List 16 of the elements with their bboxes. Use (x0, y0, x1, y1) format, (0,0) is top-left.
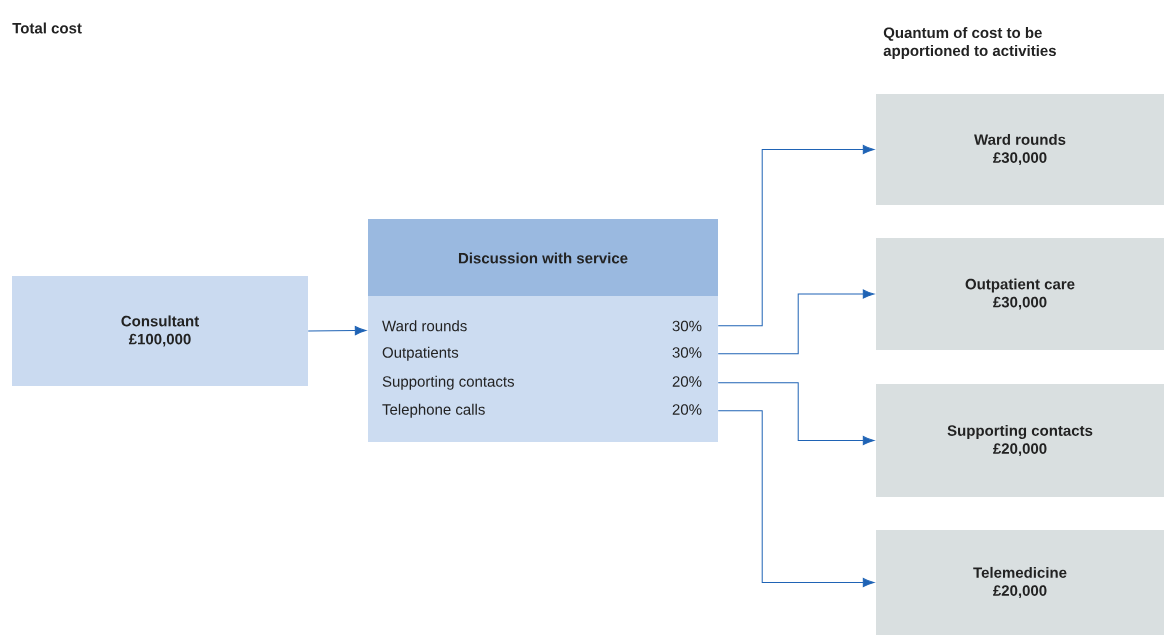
arrow (717, 144, 875, 327)
arrow (717, 410, 875, 588)
cost-box: Supporting contacts £20,000 (876, 384, 1164, 497)
arrow (717, 382, 875, 446)
table-row: Supporting contacts 20% (382, 375, 702, 390)
cost-box: Ward rounds £30,000 (876, 94, 1164, 205)
table-row: Telephone calls 20% (382, 403, 702, 418)
cost-box: Telemedicine £20,000 (876, 530, 1164, 635)
table-row: Outpatients 30% (382, 346, 702, 361)
cost-box: Outpatient care £30,000 (876, 238, 1164, 350)
arrow (307, 326, 367, 336)
heading: Quantum of cost to be apportioned to activities (883, 27, 1056, 59)
arrow (717, 289, 875, 355)
heading: Total cost (12, 22, 82, 34)
table-row: Ward rounds 30% (382, 320, 702, 332)
cost-box: Consultant £100,000 (12, 276, 308, 386)
